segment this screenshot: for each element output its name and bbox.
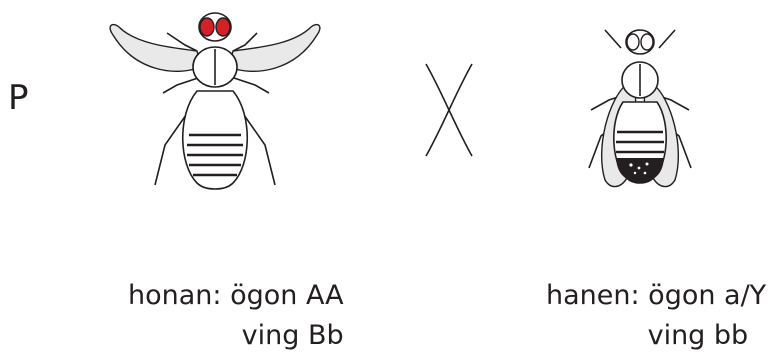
female-caption-wings: ving Bb xyxy=(128,316,344,356)
female-caption: honan: ögon AA ving Bb xyxy=(128,276,344,356)
female-left-eye xyxy=(200,18,214,36)
male-caption-eyes: hanen: ögon a/Y xyxy=(546,276,766,316)
generation-label: P xyxy=(8,78,29,118)
female-right-eye xyxy=(216,18,230,36)
female-fly-illustration xyxy=(105,5,330,200)
male-caption-wings: ving bb xyxy=(546,316,766,356)
male-fly-illustration xyxy=(575,18,705,203)
cross-symbol xyxy=(422,62,476,158)
male-right-eye xyxy=(641,34,653,50)
female-right-wing xyxy=(229,25,320,72)
male-caption: hanen: ögon a/Y ving bb xyxy=(546,276,766,356)
male-left-eye xyxy=(627,34,639,50)
female-caption-eyes: honan: ögon AA xyxy=(128,276,344,316)
female-left-wing xyxy=(110,25,201,72)
